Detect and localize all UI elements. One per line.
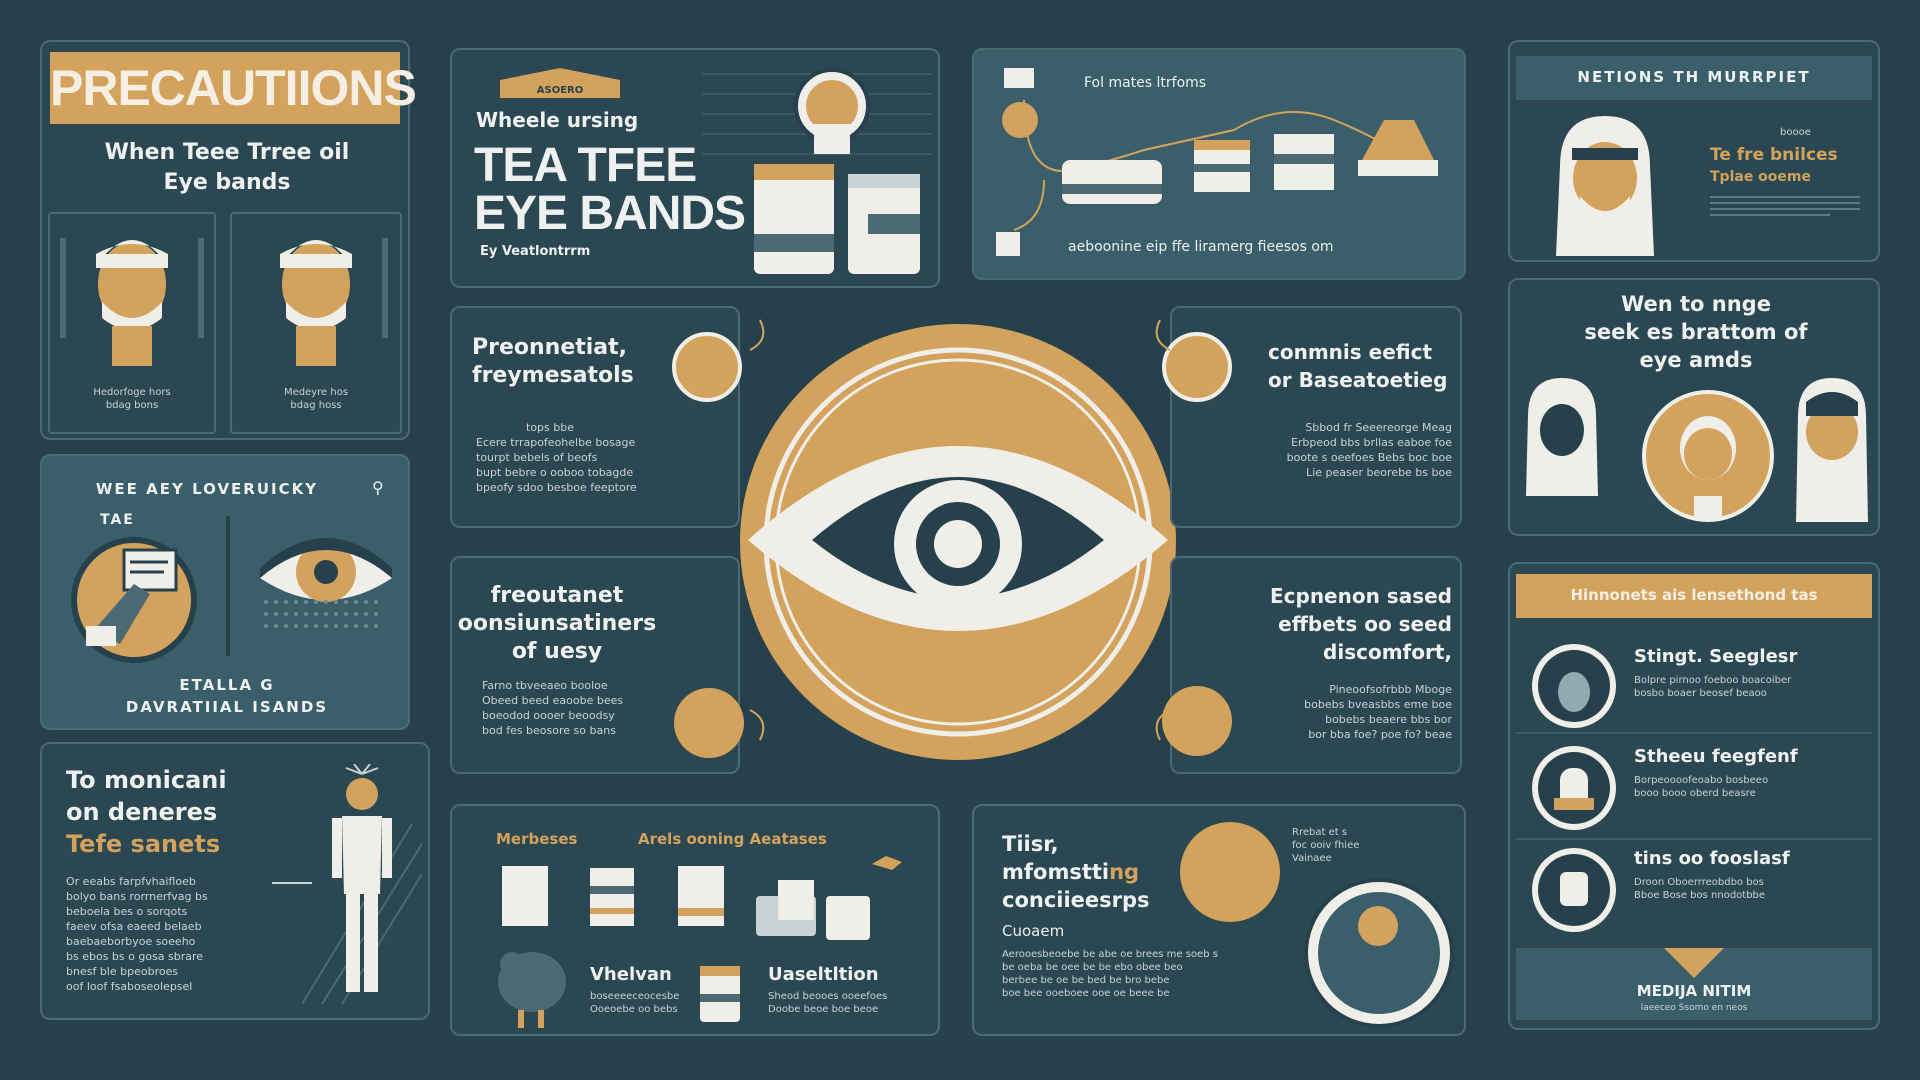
- person-icon: [1556, 116, 1654, 256]
- common-effects-icon: [1162, 332, 1232, 402]
- list-item: tins oo fooslasf Droon Oboerrreobdbo bos…: [1516, 842, 1872, 938]
- pregnancy-icon: [672, 332, 742, 402]
- common-effects-body: Sbbod fr Seeereorge Meag Erbpeod bbs brl…: [1286, 421, 1452, 479]
- person-icon: [280, 238, 388, 366]
- symptom-body: Bolpre pirnoo foeboo boacoiber bosbo boa…: [1634, 675, 1792, 699]
- central-eye-icon: [740, 324, 1176, 760]
- common-effects-title: conmnis eefict or Baseatoetieg: [1268, 340, 1448, 392]
- usage-title: Uaseltltion: [768, 964, 879, 985]
- first-aid-icon: [1180, 822, 1280, 922]
- when-to-seek-panel: Wen to nnge seek es brattom of eye amds: [1508, 278, 1880, 536]
- expression-icon: [1162, 686, 1232, 756]
- process-flow-icon: [996, 68, 1438, 256]
- symptom-icon-1: [1532, 644, 1616, 728]
- expression-body: Pineoofsofrbbb Mboge bobebs bveasbbs eme…: [1304, 683, 1452, 741]
- bird-icon: [498, 952, 566, 1028]
- standing-person-icon: [302, 764, 422, 1005]
- first-body: Aerooesbeoebe be abe oe brees me soeb s …: [1002, 949, 1218, 999]
- hero-badge-text: ASOERO: [536, 85, 584, 96]
- eye-icon: [260, 538, 392, 628]
- expression-card: Ecpnenon sased effbets oo seed discomfor…: [1162, 556, 1462, 774]
- precautions-subtitle: When Teee Trree oil Eye bands: [104, 140, 350, 195]
- hero-title: TEA TFEE EYE BANDS: [474, 139, 746, 240]
- figure-2-caption: Medeyre hos bdag hoss: [283, 387, 349, 411]
- process-caption: aeboonine eip ffe liramerg fieesos om: [1068, 239, 1334, 255]
- symptoms-header-bar: [1516, 574, 1872, 618]
- materials-label-1: Merbeses: [496, 830, 578, 848]
- person-help-icon: [1304, 878, 1454, 1028]
- when-to-seek-title: Wen to nnge seek es brattom of eye amds: [1584, 292, 1808, 372]
- notices-panel: NETIONS TH MURRPIET boooe Te fre bnilces…: [1508, 40, 1880, 262]
- frequent-body: Farno tbveeaeo booloe Obeed beed eaoobe …: [482, 679, 624, 737]
- list-item: Stingt. Seeglesr Bolpre pirnoo foeboo bo…: [1516, 630, 1872, 734]
- symptom-body: Borpeoooofeoabo bosbeeo booo booo oberd …: [1634, 775, 1769, 799]
- frequent-icon: [674, 688, 744, 758]
- expression-title: Ecpnenon sased effbets oo seed discomfor…: [1269, 584, 1452, 664]
- symptom-icon-3: [1532, 848, 1616, 932]
- symptoms-footer-caption: laeeceo Ssomo en neos: [1640, 1003, 1748, 1013]
- figure-1-caption: Hedorfoge hors bdag bons: [93, 387, 171, 411]
- hand-test-icon: [71, 537, 197, 663]
- notices-title: Te fre bnilces Tplae ooeme: [1710, 145, 1838, 185]
- process-panel: Fol mates ltrfoms aeboonine eip ffe lira…: [972, 48, 1466, 280]
- symptoms-footer: MEDIJA NITIM laeeceo Ssomo en neos: [1516, 948, 1872, 1020]
- frequent-title: freoutanet oonsiunsatiners of uesy: [457, 583, 657, 664]
- allergy-divider: [226, 516, 230, 656]
- monitor-panel: To monicani on deneres Tefe sanets Or ee…: [40, 742, 430, 1020]
- first-title: Tiisr, mfomstting conciieesrps: [1002, 832, 1150, 912]
- allergy-footer: ETALLA G DAVRATIIAL ISANDS: [125, 676, 329, 716]
- people-group-icon: [1526, 378, 1868, 522]
- symptom-body: Droon Oboerrreobdbo bos Bboe Bose bos nn…: [1634, 877, 1766, 901]
- precautions-banner: [50, 52, 400, 124]
- notices-text-lines: [1710, 192, 1860, 220]
- pregnancy-title: Preonnetiat, freymesatols: [472, 335, 634, 388]
- frequent-card: freoutanet oonsiunsatiners of uesy Farno…: [450, 556, 744, 774]
- monitor-title: To monicani on deneres Tefe sanets: [66, 766, 227, 858]
- allergy-panel: WEE AEY LOVERUICKY ⚲ TAE ETALLA G DAVRAT…: [40, 454, 410, 730]
- precaution-figure-1: Hedorfoge hors bdag bons: [48, 212, 216, 434]
- hero-byline: Ey Veatlontrrm: [480, 244, 591, 259]
- vivian-body: boseeeeceocesbe Ooeoebe oo bebs: [590, 991, 680, 1015]
- first-label: Cuoaem: [1002, 922, 1065, 940]
- symptoms-panel: Hinnonets ais lensethond tas Stingt. See…: [1508, 562, 1880, 1030]
- allergy-header: WEE AEY LOVERUICKY: [95, 480, 319, 498]
- connector-lines: [749, 319, 1171, 741]
- vivian-title: Vhelvan: [590, 964, 672, 985]
- first-panel: Tiisr, mfomstting conciieesrps Cuoaem Ae…: [972, 804, 1466, 1036]
- list-item: Stheeu feegfenf Borpeoooofeoabo bosbeeo …: [1516, 736, 1872, 840]
- symptom-title: Stheeu feegfenf: [1634, 746, 1798, 767]
- materials-label-2: Arels ooning Aeatases: [638, 830, 827, 848]
- pregnancy-card: Preonnetiat, freymesatols tops bbe Ecere…: [450, 306, 742, 528]
- symptom-icon-2: [1532, 746, 1616, 830]
- notices-header-bar: [1516, 56, 1872, 100]
- jar-icon: [700, 966, 740, 1022]
- arrow-icon: [272, 882, 312, 884]
- warning-icon: [1664, 948, 1724, 978]
- allergy-label: TAE: [100, 512, 135, 528]
- notices-caption: boooe: [1780, 127, 1811, 138]
- hero-panel: ASOERO Wheele ursing TEA TFEE EYE BANDS …: [450, 48, 940, 288]
- materials-panel: Merbeses Arels ooning Aeatases Vhelvan b…: [450, 804, 940, 1036]
- symptom-title: tins oo fooslasf: [1634, 848, 1790, 869]
- notices-header: NETIONS TH MURRPIET: [1577, 68, 1811, 86]
- usage-body: Sheod beooes ooeefoes Doobe beoe boe beo…: [768, 991, 888, 1015]
- hero-intro: Wheele ursing: [476, 108, 639, 132]
- common-effects-card: conmnis eefict or Baseatoetieg Sbbod fr …: [1162, 306, 1462, 528]
- symptoms-header: Hinnonets ais lensethond tas: [1570, 586, 1818, 604]
- materials-jars-icon: [502, 856, 902, 940]
- pregnancy-body: tops bbe Ecere trrapofeohelbe bosage tou…: [476, 421, 637, 494]
- process-label: Fol mates ltrfoms: [1084, 75, 1207, 91]
- symptoms-footer-label: MEDIJA NITIM: [1636, 982, 1752, 1000]
- product-bottles-icon: [702, 68, 932, 274]
- precautions-title: PRECAUTIIONS: [50, 60, 417, 116]
- precaution-figure-2: Medeyre hos bdag hoss: [230, 212, 402, 434]
- first-aside: Rrebat et s foc ooiv fhiee Vainaee: [1292, 827, 1360, 864]
- person-icon: [60, 238, 204, 366]
- symptom-title: Stingt. Seeglesr: [1634, 646, 1798, 667]
- precautions-panel: PRECAUTIIONS When Teee Trree oil Eye ban…: [40, 40, 417, 440]
- monitor-body: Or eeabs farpfvhaifloeb bolyo bans rorrn…: [66, 875, 208, 993]
- pin-icon: ⚲: [372, 478, 384, 497]
